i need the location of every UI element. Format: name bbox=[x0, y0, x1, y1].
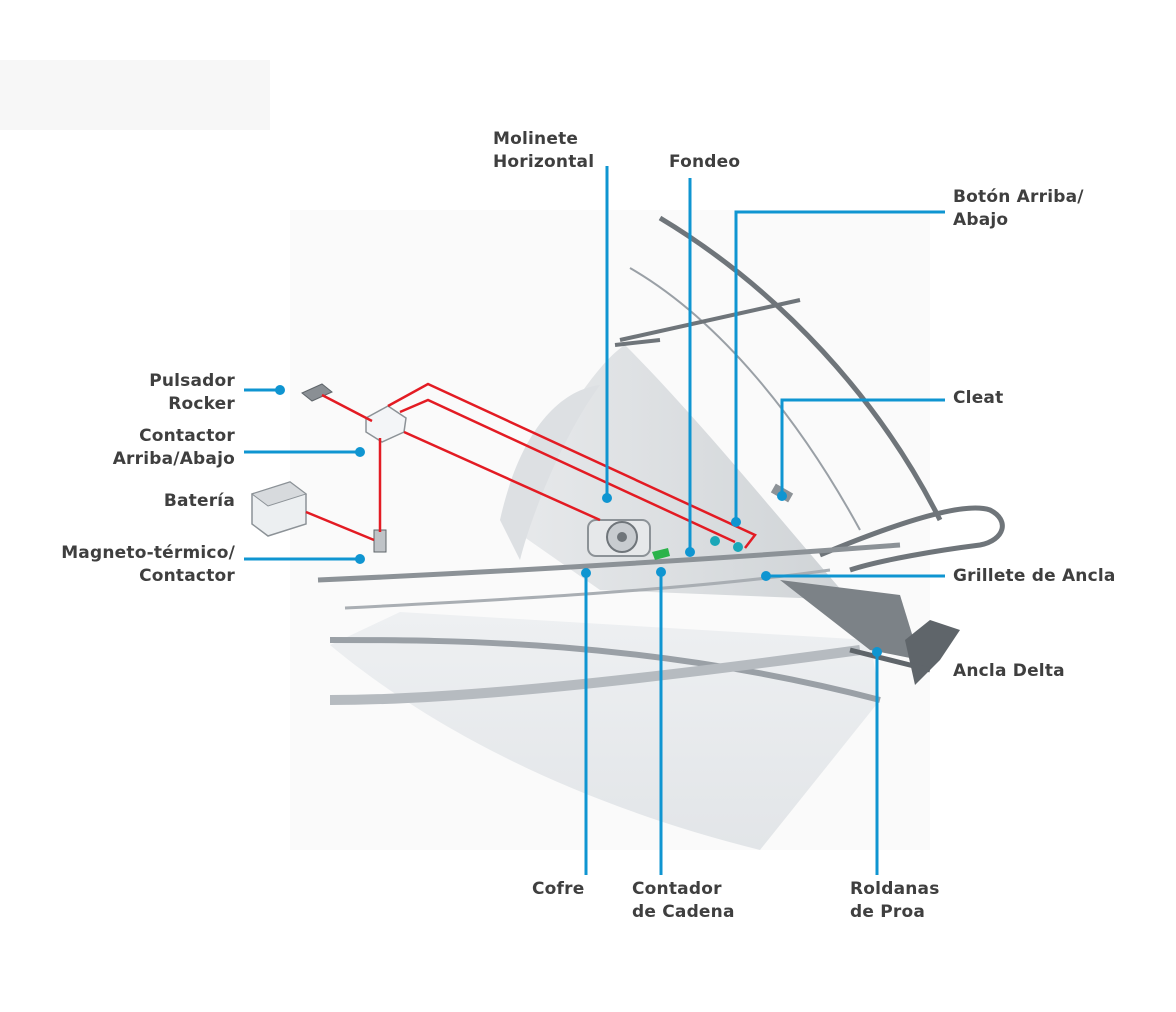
label-line: Pulsador bbox=[149, 371, 235, 391]
label-line: Ancla Delta bbox=[953, 661, 1065, 681]
label-magneto-termico: Magneto-térmico/ Contactor bbox=[61, 542, 235, 588]
label-cleat: Cleat bbox=[953, 387, 1003, 410]
hull-sheer bbox=[329, 645, 861, 705]
label-grillete-de-ancla: Grillete de Ancla bbox=[953, 565, 1116, 588]
down-button bbox=[733, 542, 743, 552]
label-line: Contactor bbox=[139, 426, 235, 446]
label-line: Rocker bbox=[168, 394, 235, 414]
anchor-shank bbox=[849, 647, 931, 673]
windlass-hub bbox=[617, 532, 627, 542]
label-bateria: Batería bbox=[164, 490, 235, 513]
label-line: Horizontal bbox=[493, 152, 595, 172]
label-line: Magneto-térmico/ bbox=[61, 543, 235, 563]
label-line: Contador bbox=[632, 879, 722, 899]
rocker-switch bbox=[301, 383, 333, 402]
boat-cabin bbox=[500, 385, 600, 560]
rail-support bbox=[614, 338, 661, 347]
callout-dots bbox=[275, 385, 882, 657]
label-line: de Cadena bbox=[632, 902, 735, 922]
callout-lines bbox=[244, 166, 945, 875]
breaker bbox=[373, 529, 387, 553]
hull-stripe bbox=[329, 637, 881, 703]
label-line: Cleat bbox=[953, 388, 1004, 408]
label-boton-arriba-abajo: Botón Arriba/ Abajo bbox=[953, 186, 1084, 232]
label-contador-de-cadena: Contador de Cadena bbox=[632, 878, 735, 924]
label-line: Abajo bbox=[953, 210, 1009, 230]
wiring bbox=[305, 382, 757, 549]
background-smudge bbox=[0, 60, 270, 130]
label-line: Botón Arriba/ bbox=[953, 187, 1084, 207]
bow-roller bbox=[780, 580, 920, 660]
bow-rail-inner bbox=[629, 267, 861, 531]
label-line: Molinete bbox=[493, 129, 579, 149]
label-line: Fondeo bbox=[669, 152, 741, 172]
label-line: Contactor bbox=[139, 566, 235, 586]
label-line: Batería bbox=[163, 491, 235, 511]
label-roldanas-de-proa: Roldanas de Proa bbox=[850, 878, 940, 924]
bow-rail-loop bbox=[819, 505, 1005, 573]
rub-rail bbox=[317, 542, 901, 583]
chain-counter bbox=[652, 548, 670, 560]
bow-rail bbox=[658, 215, 943, 522]
up-button bbox=[710, 536, 720, 546]
label-line: Grillete de Ancla bbox=[953, 566, 1116, 586]
label-line: de Proa bbox=[850, 902, 926, 922]
battery-top bbox=[250, 481, 308, 507]
label-line: Roldanas bbox=[850, 879, 940, 899]
label-pulsador-rocker: Pulsador Rocker bbox=[149, 370, 235, 416]
label-contactor-arriba-abajo: Contactor Arriba/Abajo bbox=[113, 425, 235, 471]
label-line: Arriba/Abajo bbox=[112, 449, 235, 469]
label-line: Cofre bbox=[532, 879, 585, 899]
label-fondeo: Fondeo bbox=[669, 151, 740, 174]
label-cofre: Cofre bbox=[532, 878, 584, 901]
label-molinete-horizontal: Molinete Horizontal bbox=[493, 128, 594, 174]
rail-support bbox=[619, 298, 801, 342]
label-ancla-delta: Ancla Delta bbox=[953, 660, 1065, 683]
